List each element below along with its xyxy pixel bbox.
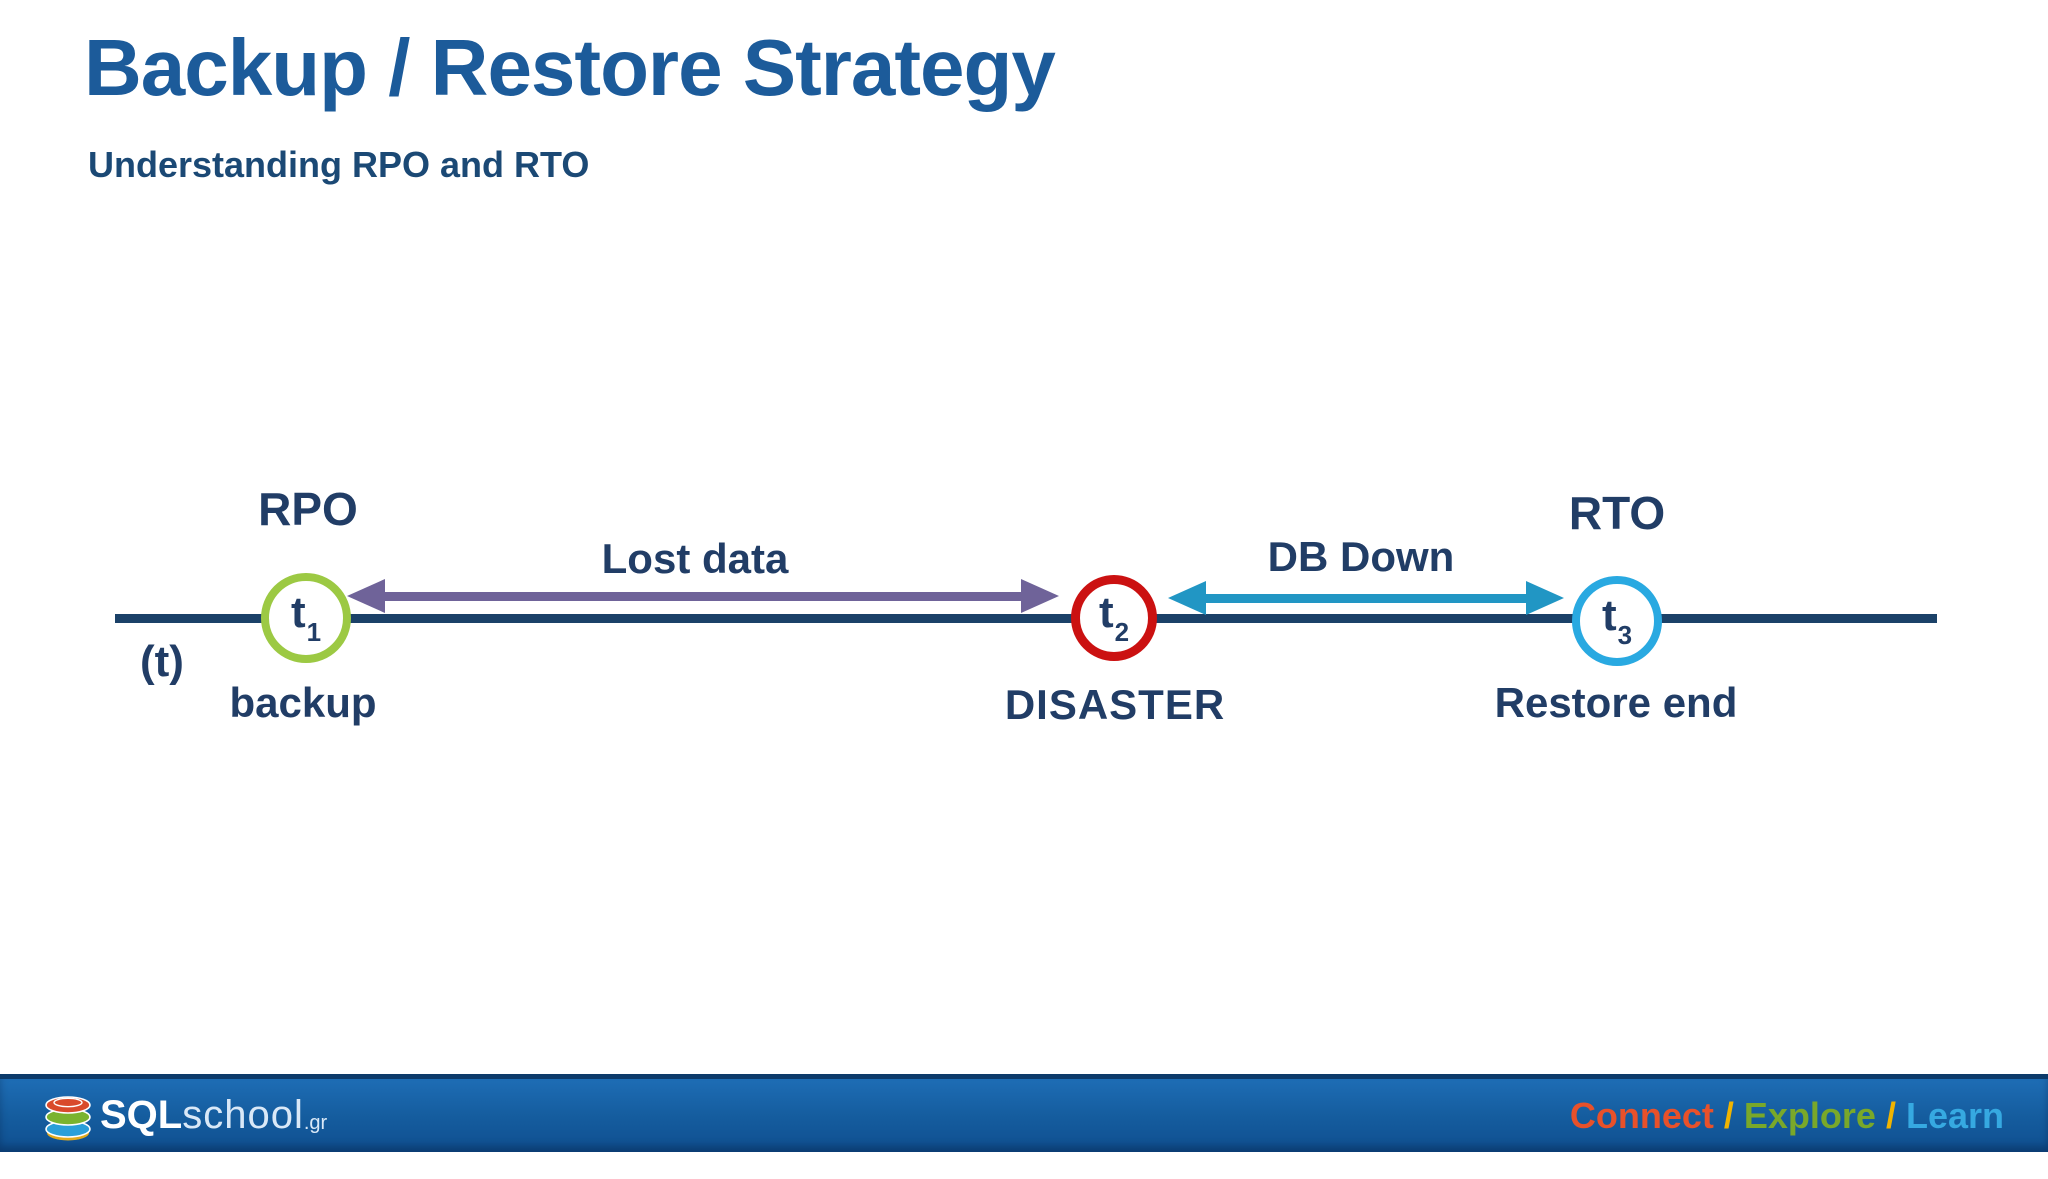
arrow-head-right-icon — [1021, 579, 1059, 613]
t3-label: t3 — [1601, 591, 1633, 650]
t2-disaster-marker: t2 — [1071, 575, 1157, 661]
page-subtitle: Understanding RPO and RTO — [88, 144, 590, 185]
t3-restore-marker: t3 — [1572, 576, 1662, 666]
time-axis-label: (t) — [140, 637, 184, 686]
restore-end-label: Restore end — [1494, 679, 1738, 726]
arrow-shaft — [1204, 593, 1528, 603]
tagline-separator: / — [1713, 1094, 1744, 1136]
db-down-label: DB Down — [1267, 533, 1455, 580]
db-down-arrow — [1168, 581, 1564, 615]
logo-text-school: school — [182, 1093, 304, 1137]
timeline-axis — [115, 614, 1937, 623]
logo-text-sql: SQL — [100, 1093, 183, 1137]
t2-label: t2 — [1098, 588, 1130, 647]
arrow-head-left-icon — [1168, 581, 1206, 615]
tagline-separator: / — [1875, 1094, 1906, 1136]
arrow-shaft — [383, 591, 1023, 601]
tagline-explore: Explore — [1743, 1094, 1876, 1136]
t1-backup-marker: t1 — [261, 573, 351, 663]
footer-tagline: Connect / Explore / Learn — [1530, 1053, 2004, 1179]
lost-data-label: Lost data — [601, 535, 789, 582]
sqlschool-logo: SQL school .gr — [44, 1090, 327, 1142]
arrow-head-left-icon — [347, 579, 385, 613]
disaster-label: DISASTER — [1004, 681, 1226, 728]
t1-label: t1 — [290, 588, 322, 647]
database-icon — [45, 1095, 91, 1140]
footer-bar: SQL school .gr Connect / Explore / Learn — [0, 1074, 2048, 1152]
tagline-learn: Learn — [1905, 1094, 2004, 1136]
backup-label: backup — [229, 679, 377, 726]
lost-data-arrow — [347, 579, 1059, 613]
rto-label: RTO — [1568, 487, 1666, 539]
tagline-connect: Connect — [1569, 1094, 1714, 1136]
page-title: Backup / Restore Strategy — [84, 23, 1056, 112]
arrow-head-right-icon — [1526, 581, 1564, 615]
rpo-label: RPO — [258, 483, 358, 535]
logo-text-gr: .gr — [303, 1111, 328, 1134]
